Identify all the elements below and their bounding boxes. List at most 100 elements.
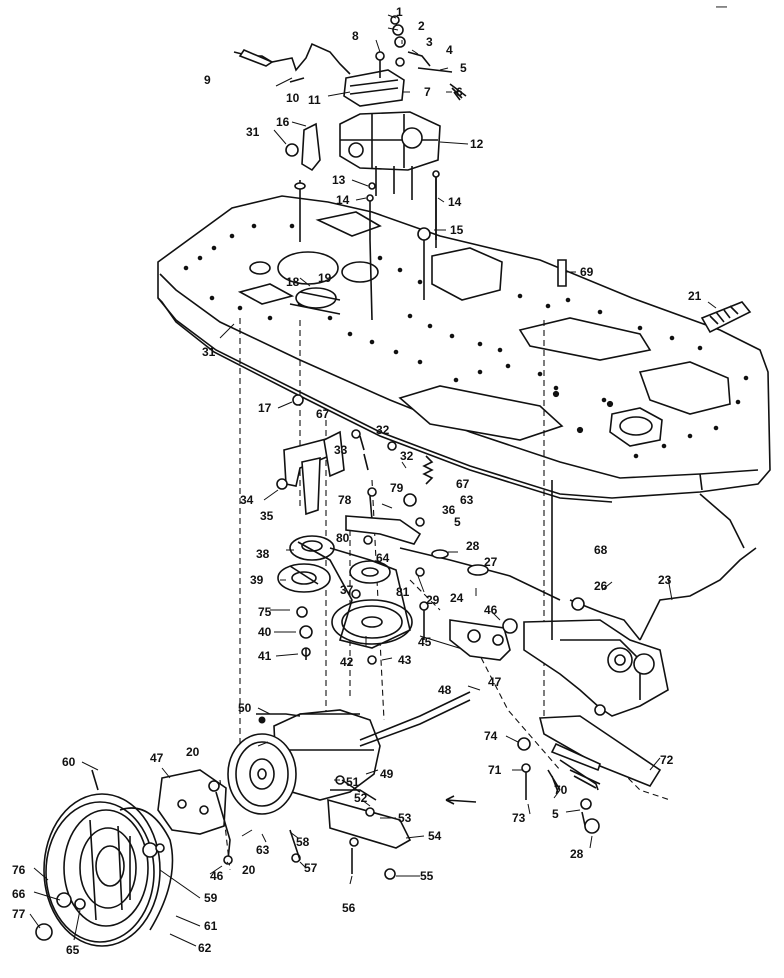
- callout-67-right: 67: [456, 477, 470, 491]
- right-linkage: [517, 480, 757, 834]
- callout-9: 9: [204, 73, 211, 87]
- callout-80: 80: [336, 531, 350, 545]
- callout-12: 12: [470, 137, 484, 151]
- callout-15: 15: [450, 223, 464, 237]
- callout-14-right: 14: [448, 195, 462, 209]
- mid-drive-parts: [276, 394, 561, 665]
- callout-34: 34: [240, 493, 254, 507]
- pedal-grip: [700, 301, 752, 334]
- callout-62: 62: [198, 941, 212, 955]
- callout-19: 19: [318, 271, 332, 285]
- callout-73: 73: [512, 811, 526, 825]
- callout-47-left: 47: [150, 751, 164, 765]
- callout-31-top: 31: [246, 125, 260, 139]
- callout-49: 49: [380, 767, 394, 781]
- callout-2: 2: [418, 19, 425, 33]
- callout-60: 60: [62, 755, 76, 769]
- callout-5: 5: [460, 61, 467, 75]
- chassis-frame: [157, 195, 771, 503]
- callout-1: 1: [396, 5, 403, 19]
- callout-26: 26: [594, 579, 608, 593]
- callout-32-lower: 32: [400, 449, 414, 463]
- callout-42: 42: [340, 655, 354, 669]
- callout-74: 74: [484, 729, 498, 743]
- callout-23: 23: [658, 573, 672, 587]
- callout-21: 21: [688, 289, 702, 303]
- direction-arrow: [445, 795, 477, 805]
- callout-46-left: 46: [210, 869, 224, 883]
- callout-59: 59: [204, 891, 218, 905]
- callout-72: 72: [660, 753, 674, 767]
- callout-50: 50: [238, 701, 252, 715]
- callout-69: 69: [580, 265, 594, 279]
- callout-8: 8: [352, 29, 359, 43]
- callout-20-lower: 20: [242, 863, 256, 877]
- callout-61: 61: [204, 919, 218, 933]
- callout-17: 17: [258, 401, 272, 415]
- callout-63-upper: 63: [460, 493, 474, 507]
- callout-24: 24: [450, 591, 464, 605]
- callout-28-lower: 28: [570, 847, 584, 861]
- header-fragment: —: [716, 1, 727, 13]
- callout-38: 38: [256, 547, 270, 561]
- callout-5-mid: 5: [454, 515, 461, 529]
- bolt-14-left: [369, 198, 373, 321]
- steering-gearbox: [339, 15, 467, 300]
- callout-20-upper: 20: [186, 745, 200, 759]
- callout-67-upper: 67: [316, 407, 330, 421]
- callout-65: 65: [66, 943, 80, 957]
- callout-55: 55: [420, 869, 434, 883]
- callout-46-right: 46: [484, 603, 498, 617]
- callout-79: 79: [390, 481, 404, 495]
- transaxle: [157, 691, 471, 880]
- callout-75: 75: [258, 605, 272, 619]
- callout-48: 48: [438, 683, 452, 697]
- callout-labels: 1 2 3 4 5 6 7 8 9 10 11 12 13 14 14 15 1…: [12, 5, 702, 957]
- callout-5-lower: 5: [552, 807, 559, 821]
- callout-51: 51: [346, 775, 360, 789]
- callout-36: 36: [442, 503, 456, 517]
- callout-14-left: 14: [336, 193, 350, 207]
- bracket-16: [285, 122, 321, 242]
- callout-29: 29: [426, 593, 440, 607]
- callout-27: 27: [484, 555, 498, 569]
- callout-56: 56: [342, 901, 356, 915]
- callout-64: 64: [376, 551, 390, 565]
- callout-28-mid: 28: [466, 539, 480, 553]
- pin-69: [557, 259, 567, 287]
- callout-43: 43: [398, 653, 412, 667]
- callout-53: 53: [398, 811, 412, 825]
- callout-66: 66: [12, 887, 26, 901]
- callout-13: 13: [332, 173, 346, 187]
- callout-71: 71: [488, 763, 502, 777]
- callout-33: 33: [334, 443, 348, 457]
- callout-58: 58: [296, 835, 310, 849]
- callout-78: 78: [338, 493, 352, 507]
- callout-63-lower: 63: [256, 843, 270, 857]
- callout-76: 76: [12, 863, 26, 877]
- callout-31-lower: 31: [202, 345, 216, 359]
- callout-41: 41: [258, 649, 272, 663]
- shift-rod: [233, 42, 351, 83]
- callout-37: 37: [340, 583, 354, 597]
- bolt-14-left-head: [366, 194, 374, 202]
- callout-18: 18: [286, 275, 300, 289]
- callout-10: 10: [286, 91, 300, 105]
- callout-68: 68: [594, 543, 608, 557]
- callout-54: 54: [428, 829, 442, 843]
- callout-6: 6: [456, 85, 463, 99]
- callout-47-right: 47: [488, 675, 502, 689]
- callout-81: 81: [396, 585, 410, 599]
- callout-4: 4: [446, 43, 453, 57]
- callout-57: 57: [304, 861, 318, 875]
- callout-32-upper: 32: [376, 423, 390, 437]
- callout-11: 11: [308, 93, 321, 107]
- callout-16: 16: [276, 115, 290, 129]
- callout-52: 52: [354, 791, 368, 805]
- callout-45: 45: [418, 635, 432, 649]
- rear-wheel: [35, 769, 174, 947]
- callout-70: 70: [554, 783, 568, 797]
- callout-40: 40: [258, 625, 272, 639]
- callout-35: 35: [260, 509, 274, 523]
